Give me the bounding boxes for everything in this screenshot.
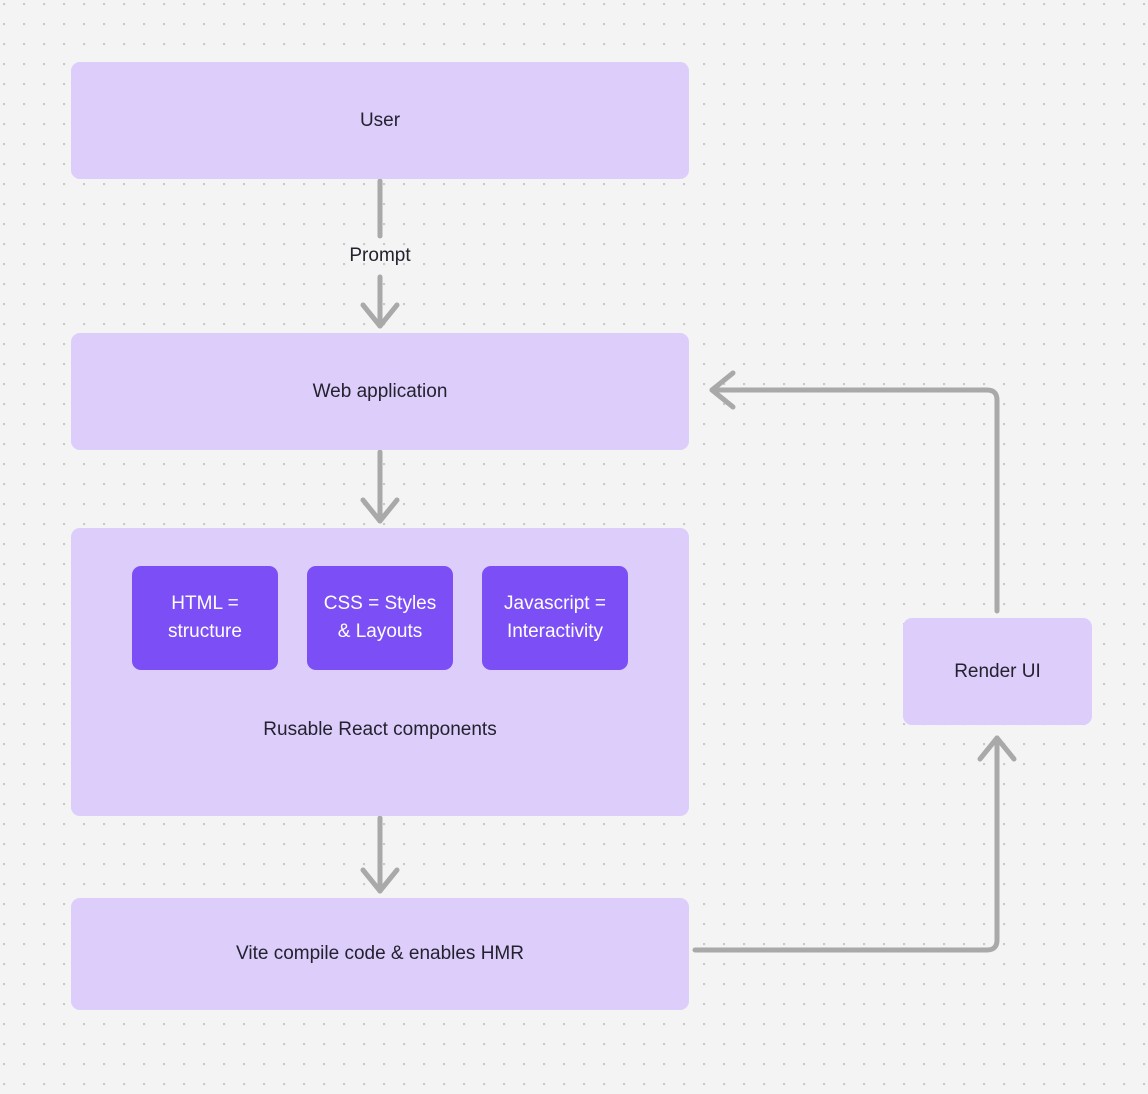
node-vite-label: Vite compile code & enables HMR xyxy=(236,943,524,965)
chip-row: HTML = structure CSS = Styles & Layouts … xyxy=(71,566,689,670)
node-vite[interactable]: Vite compile code & enables HMR xyxy=(71,898,689,1010)
arrowhead-components-top xyxy=(360,497,400,524)
arrowhead-render-bottom xyxy=(977,735,1017,762)
chip-html-line1: HTML = xyxy=(171,592,239,614)
node-render-ui-label: Render UI xyxy=(954,660,1041,682)
node-user[interactable]: User xyxy=(71,62,689,179)
chip-css-line1: CSS = Styles xyxy=(323,592,437,614)
chip-javascript-line1: Javascript = xyxy=(504,592,606,614)
node-render-ui[interactable]: Render UI xyxy=(903,618,1092,725)
chip-javascript[interactable]: Javascript = Interactivity xyxy=(482,566,628,670)
chip-html-line2: structure xyxy=(168,621,242,642)
arrowhead-webapp-top xyxy=(360,302,400,329)
chip-javascript-line2: Interactivity xyxy=(506,621,604,642)
node-web-application[interactable]: Web application xyxy=(71,333,689,450)
node-react-components-caption: Rusable React components xyxy=(263,719,497,740)
node-react-components[interactable]: HTML = structure CSS = Styles & Layouts … xyxy=(71,528,689,816)
node-web-application-label: Web application xyxy=(312,380,448,402)
arrowhead-vite-top xyxy=(360,867,400,894)
edge-vite-to-render xyxy=(692,735,1000,953)
node-user-label: User xyxy=(359,109,401,131)
chip-css[interactable]: CSS = Styles & Layouts xyxy=(307,566,453,670)
edge-render-to-webapp xyxy=(709,387,1000,614)
arrowhead-webapp-right xyxy=(709,370,736,410)
chip-html[interactable]: HTML = structure xyxy=(132,566,278,670)
edge-label-prompt: Prompt xyxy=(349,245,411,266)
chip-css-line2: & Layouts xyxy=(337,621,423,642)
